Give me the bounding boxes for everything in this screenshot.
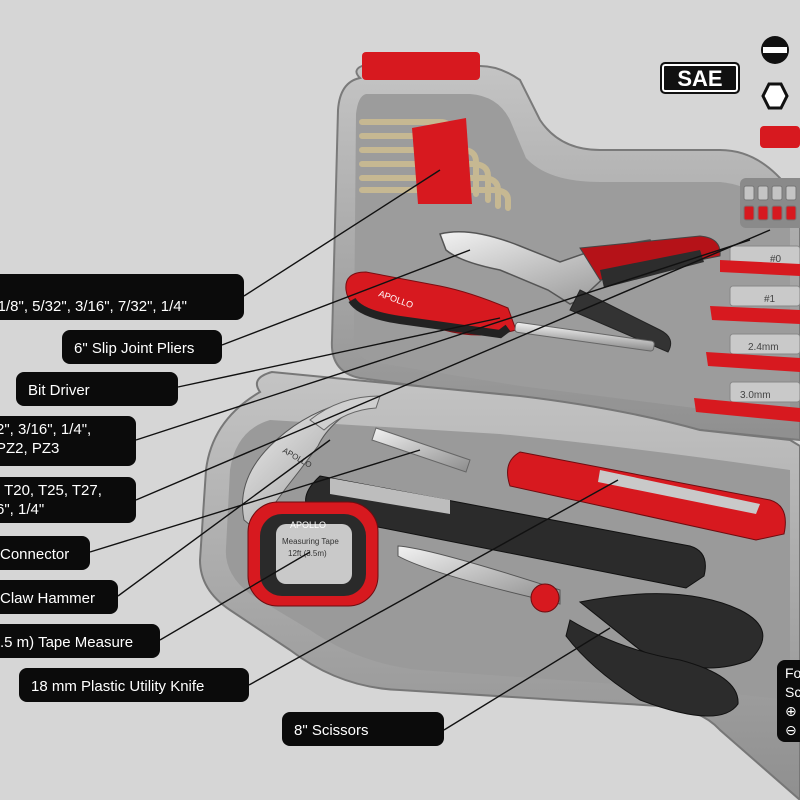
sae-badge: SAE	[660, 62, 740, 94]
lid-latch	[362, 52, 480, 80]
slip-joint-pliers	[439, 230, 721, 353]
label-fold-line2: Sc	[785, 684, 800, 700]
label-fold-line1: Fo	[785, 665, 800, 681]
utility-knife	[507, 451, 786, 541]
label-torx-bits: , T20, T25, T27, 6", 1/4"	[0, 477, 136, 523]
label-knife: 18 mm Plastic Utility Knife	[19, 668, 249, 702]
slotted-icon: ⊖	[785, 722, 797, 738]
hex-nut-icon	[761, 82, 789, 110]
bit-slot-2: 2.4mm	[748, 342, 779, 353]
label-bit-driver: Bit Driver	[16, 372, 178, 406]
label-hammer: Claw Hammer	[0, 580, 118, 614]
bit-rack	[740, 126, 800, 228]
label-pliers: 6" Slip Joint Pliers	[62, 330, 222, 364]
label-hex-keys-line2: ", 1/8", 5/32", 3/16", 7/32", 1/4"	[0, 298, 187, 315]
label-hex-keys-line1: s:	[0, 278, 244, 297]
leader-lines	[89, 169, 771, 731]
bit-connector	[371, 427, 471, 473]
bit-slot-1: #1	[764, 294, 776, 305]
hex-key-holder	[412, 118, 472, 204]
label-screw-bits-line1: 2", 3/16", 1/4",	[0, 421, 92, 438]
bit-driver: APOLLO	[345, 271, 655, 352]
label-fold: Fo Sc ⊕ ⊖	[777, 660, 800, 742]
scissors	[397, 545, 764, 717]
tape-brand-text: APOLLO	[290, 520, 326, 530]
label-screw-bits-line2: PZ2, PZ3	[0, 440, 60, 457]
precision-screwdrivers: #0 #1 2.4mm 3.0mm	[694, 245, 800, 422]
tape-title-text: Measuring Tape	[282, 537, 339, 546]
slotted-screw-icon	[761, 36, 789, 64]
label-connector: Connector	[0, 536, 90, 570]
claw-hammer: APOLLO	[241, 395, 706, 589]
label-screw-bits: 2", 3/16", 1/4", PZ2, PZ3	[0, 416, 136, 466]
bit-slot-0: #0	[770, 254, 782, 265]
tape-measure: APOLLO Measuring Tape 12ft (3.5m)	[247, 501, 379, 607]
label-torx-bits-line2: 6", 1/4"	[0, 501, 45, 518]
bit-slot-3: 3.0mm	[740, 390, 771, 401]
phillips-icon: ⊕	[785, 703, 797, 719]
label-scissors: 8" Scissors	[282, 712, 444, 746]
label-tape: .5 m) Tape Measure	[0, 624, 160, 658]
label-torx-bits-line1: , T20, T25, T27,	[0, 482, 102, 499]
label-hex-keys: s: ", 1/8", 5/32", 3/16", 7/32", 1/4"	[0, 274, 244, 320]
